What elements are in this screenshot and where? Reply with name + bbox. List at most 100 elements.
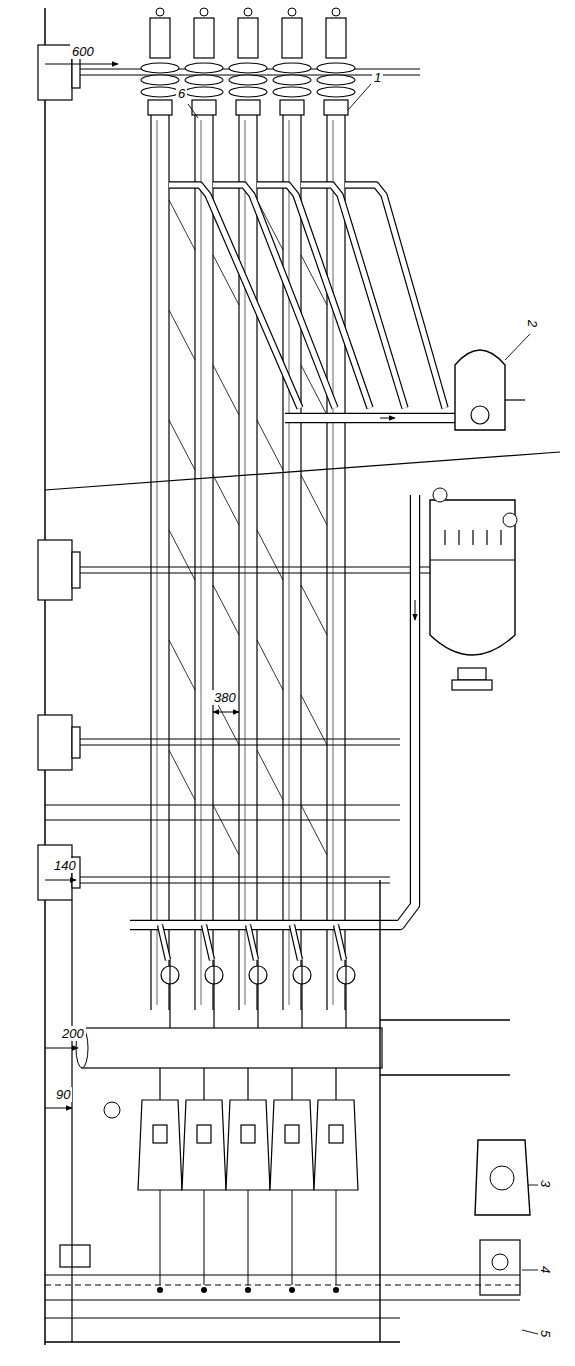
drop-pipe	[336, 925, 344, 960]
insulator-shed	[141, 87, 179, 97]
brace	[169, 200, 195, 250]
brace	[257, 420, 283, 470]
leader-line	[505, 334, 530, 360]
brace	[301, 695, 327, 745]
tube-wall	[344, 115, 345, 1010]
brace	[301, 805, 327, 855]
brace	[257, 640, 283, 690]
hook-ring	[332, 8, 340, 16]
collector	[138, 1100, 182, 1190]
dimension-label: 200	[60, 1026, 86, 1041]
collector-window	[153, 1125, 167, 1143]
insulator-shed	[273, 87, 311, 97]
pump	[480, 1240, 520, 1295]
tube-inner	[201, 120, 202, 1005]
hook-ring	[288, 8, 296, 16]
insulator-collar	[236, 100, 260, 115]
drain-nozzle	[458, 668, 486, 680]
motor	[475, 1140, 530, 1215]
collector	[270, 1100, 314, 1190]
vessel-stub	[500, 530, 501, 545]
tube-wall	[300, 115, 301, 1010]
insulator-collar	[148, 100, 172, 115]
hook-ring	[200, 8, 208, 16]
brace	[301, 475, 327, 525]
dimension-line	[45, 64, 118, 65]
slanted-pipe	[169, 185, 300, 408]
tube-wall	[212, 115, 213, 1010]
collector-neck	[335, 1068, 336, 1100]
vessel	[455, 350, 505, 430]
insulator-cap	[282, 18, 302, 58]
vessel-port	[471, 406, 489, 424]
vessel-stub	[486, 530, 487, 545]
insulator-shed	[317, 87, 355, 97]
collector-neck	[203, 1068, 204, 1100]
break-line	[45, 804, 400, 805]
wall-line	[44, 8, 46, 1345]
brace	[169, 640, 195, 690]
vessel-port	[503, 513, 517, 527]
dimension-line	[45, 880, 76, 881]
insulator-shed	[317, 75, 355, 85]
dimension-label: 90	[54, 1087, 72, 1102]
leader-line	[348, 84, 371, 110]
tube-wall	[256, 115, 257, 1010]
hook-ring	[156, 8, 164, 16]
insulator-shed	[185, 75, 223, 85]
insulator-cap	[238, 18, 258, 58]
callout-number: 2	[525, 318, 540, 329]
collector-window	[241, 1125, 255, 1143]
drop-pipe	[160, 925, 168, 960]
collector-window	[285, 1125, 299, 1143]
handle-bar	[380, 1019, 510, 1020]
sight-glass	[104, 1102, 120, 1118]
drain-flange	[452, 680, 492, 690]
drain-rod	[248, 1190, 249, 1285]
cross-beam	[80, 876, 390, 877]
leader-line	[528, 1185, 538, 1186]
motor-hub	[490, 1166, 514, 1190]
dimension-label: 380	[212, 690, 238, 705]
brace	[169, 310, 195, 360]
slanted-pipe	[257, 185, 370, 408]
bolt	[289, 1287, 295, 1293]
brace	[213, 475, 239, 525]
brace	[213, 365, 239, 415]
header-pipe	[285, 413, 470, 423]
flow-arrow	[415, 600, 416, 620]
base-bar	[45, 1284, 520, 1285]
tube-wall	[238, 115, 239, 1010]
insulator-shed	[229, 75, 267, 85]
dimension-line	[213, 712, 239, 713]
insulator-shed	[229, 63, 267, 73]
slanted-pipe	[345, 185, 445, 408]
vessel-seam	[430, 560, 515, 561]
dimension-line	[45, 1108, 72, 1109]
wall-flange	[38, 45, 72, 100]
insulator-collar	[324, 100, 348, 115]
drop-pipe	[204, 925, 212, 960]
insulator-shed	[185, 63, 223, 73]
frame-post	[71, 900, 72, 1342]
collector-neck	[291, 1068, 292, 1100]
insulator-shed	[317, 63, 355, 73]
drop-pipe	[292, 925, 300, 960]
insulator-shed	[185, 87, 223, 97]
insulator-collar	[280, 100, 304, 115]
flange-plate	[72, 727, 80, 758]
dimension-line	[45, 1048, 78, 1049]
wall-flange	[38, 540, 72, 600]
tube-inner	[333, 120, 334, 1005]
insulator-shed	[229, 87, 267, 97]
tube-inner	[157, 120, 158, 1005]
flow-arrow	[380, 418, 395, 419]
insulator-shed	[273, 75, 311, 85]
vessel-port	[433, 488, 447, 502]
vessel-stub	[458, 530, 459, 545]
base-bar	[45, 1299, 520, 1300]
cross-beam	[80, 882, 390, 883]
tube-wall	[326, 115, 327, 1010]
drop-pipe	[292, 925, 300, 960]
